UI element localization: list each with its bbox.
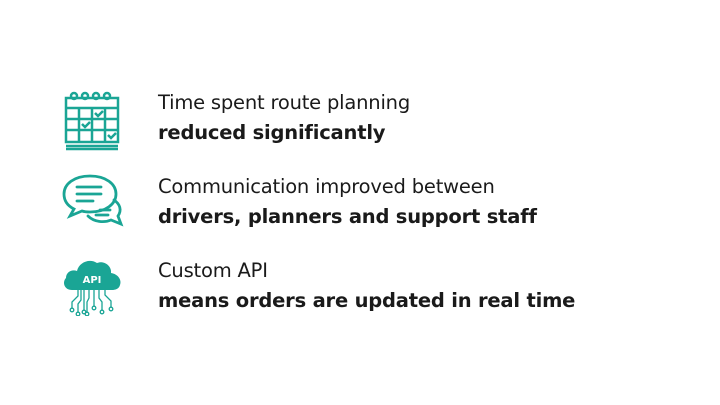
benefit-line-2: means orders are updated in real time: [158, 289, 576, 312]
calendar-icon: [64, 91, 120, 151]
benefit-line-1: Custom API: [158, 259, 268, 282]
benefit-line-1: Time spent route planning: [158, 91, 410, 114]
benefit-line-2: drivers, planners and support staff: [158, 205, 537, 228]
api-cloud-icon: API: [64, 260, 121, 316]
benefit-text: Time spent route planning reduced signif…: [158, 88, 410, 148]
chat-bubbles-icon: [62, 174, 124, 227]
benefit-line-1: Communication improved between: [158, 175, 495, 198]
benefit-line-2: reduced significantly: [158, 121, 386, 144]
benefit-text: Communication improved between drivers, …: [158, 172, 537, 232]
api-label: API: [83, 275, 102, 286]
benefit-text: Custom API means orders are updated in r…: [158, 256, 575, 316]
